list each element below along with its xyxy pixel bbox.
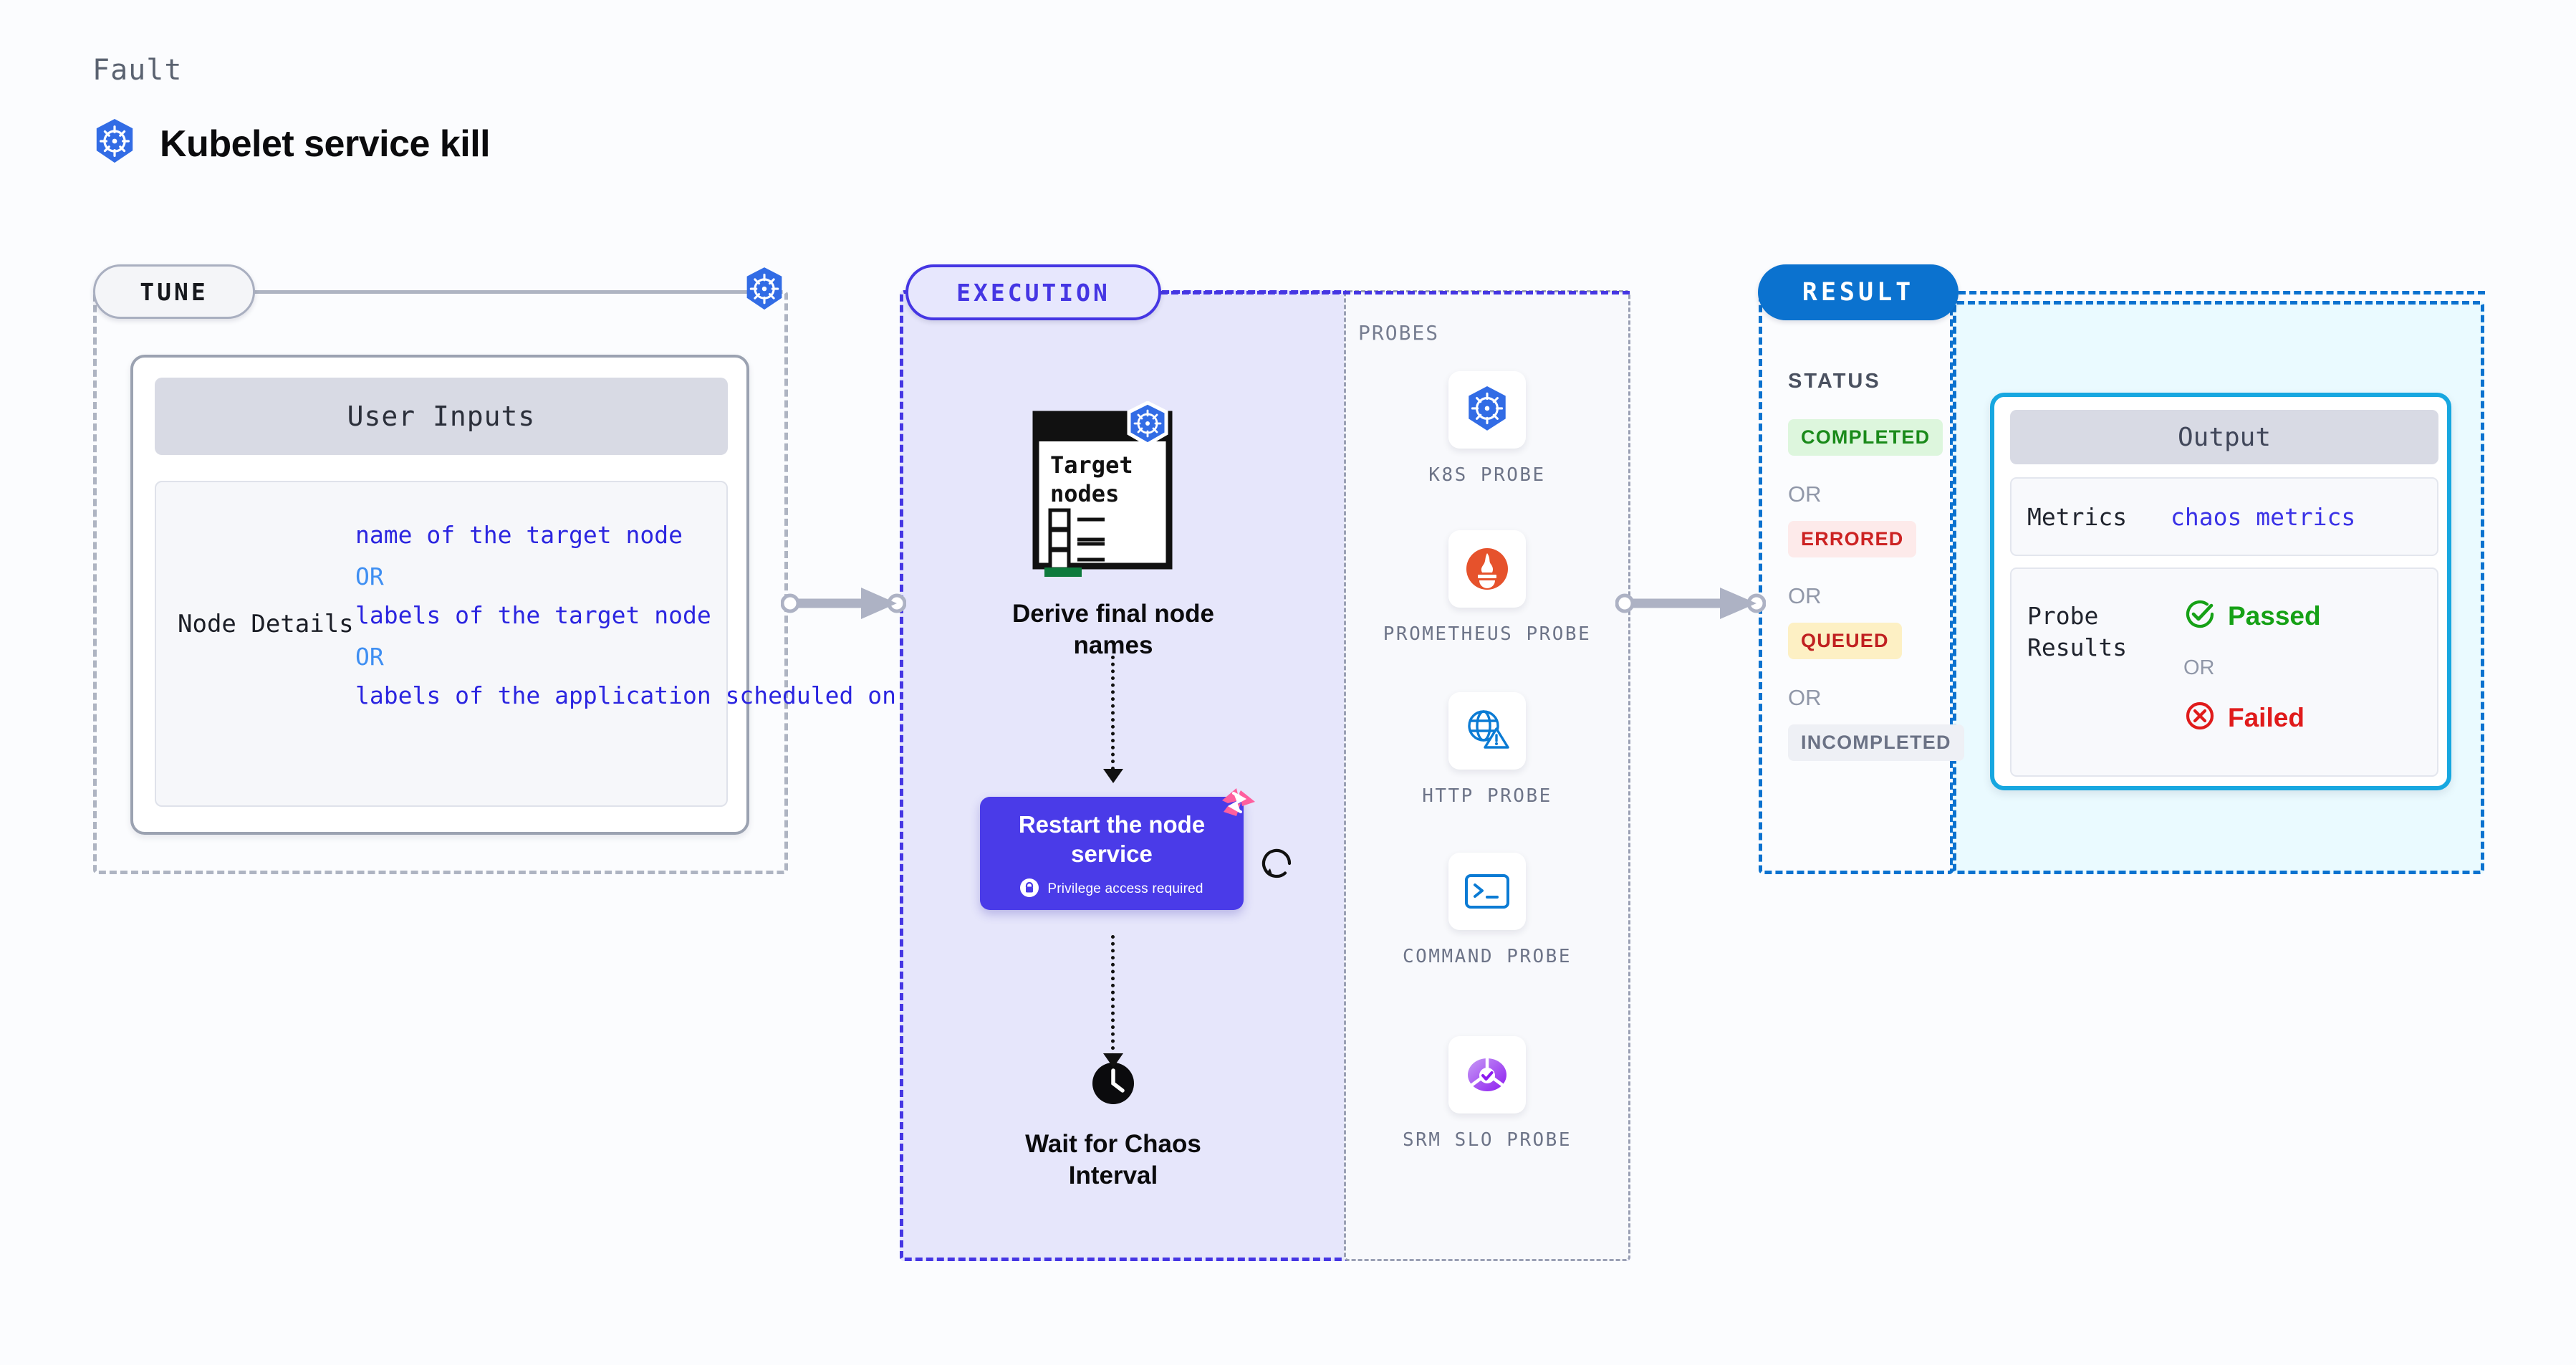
node-detail-option: name of the target node: [355, 521, 683, 549]
execution-pill-label: EXECUTION: [905, 264, 1161, 320]
probe-label: PROMETHEUS PROBE: [1383, 623, 1592, 645]
metrics-value: chaos metrics: [2171, 502, 2356, 531]
status-separator: OR: [1788, 482, 1822, 507]
flow-arrow-head: [1103, 1053, 1123, 1068]
node-detail-separator: OR: [355, 562, 384, 590]
fault-title-text: Kubelet service kill: [160, 123, 491, 165]
flow-arrow-line: [1111, 935, 1115, 1057]
probe-result-failed-text: Failed: [2228, 702, 2305, 732]
probe-item-k8s[interactable]: K8S PROBE: [1369, 371, 1605, 488]
step-label: Restart the node service: [1018, 811, 1206, 867]
refresh-icon: [1257, 844, 1296, 886]
node-detail-separator: OR: [355, 642, 384, 671]
harness-logo-icon: [1218, 785, 1262, 833]
result-pill-label: RESULT: [1758, 264, 1959, 320]
step-label: Wait for Chaos Interval: [1025, 1130, 1201, 1189]
probe-result-separator: OR: [2183, 656, 2215, 679]
kubernetes-icon: [92, 118, 137, 169]
probe-item-command[interactable]: COMMAND PROBE: [1369, 853, 1605, 969]
probe-results-label: Probe Results: [2027, 602, 2128, 661]
tune-leader-line: [255, 290, 756, 294]
probe-result-failed: Failed: [2183, 699, 2305, 736]
status-badge: ERRORED: [1788, 521, 1917, 557]
user-inputs-header: User Inputs: [155, 378, 728, 455]
probe-result-passed-text: Passed: [2228, 600, 2321, 631]
node-details-row: Node Details name of the target node OR …: [155, 481, 1067, 807]
status-badge: INCOMPLETED: [1788, 724, 1964, 761]
privilege-note: Privilege access required: [1020, 878, 1203, 901]
svg-text:Target: Target: [1050, 451, 1133, 479]
close-circle-icon: [2183, 699, 2216, 736]
output-header: Output: [2010, 410, 2438, 464]
status-section-title: STATUS: [1788, 370, 1881, 393]
probe-label: HTTP PROBE: [1422, 785, 1552, 807]
globe-warning-icon: [1448, 692, 1526, 770]
node-details-values: name of the target node OR labels of the…: [355, 519, 1067, 711]
status-separator: OR: [1788, 583, 1822, 608]
node-details-label: Node Details: [178, 610, 354, 638]
check-circle-icon: [2183, 598, 2216, 634]
probes-section-title: PROBES: [1358, 321, 1440, 345]
step-label: Derive final node names: [1011, 600, 1215, 659]
tune-pill-label: TUNE: [93, 264, 255, 319]
srm-slo-icon: [1448, 1036, 1526, 1113]
output-card: Output Metrics chaos metrics Probe Resul…: [1990, 393, 2451, 790]
privilege-note-text: Privilege access required: [1047, 881, 1203, 897]
fault-kicker-label: Fault: [92, 54, 183, 87]
result-leader-line: [1959, 291, 2485, 294]
probe-label: COMMAND PROBE: [1403, 946, 1572, 967]
flow-arrow-line: [1111, 656, 1115, 770]
probe-item-srm-slo[interactable]: SRM SLO PROBE: [1369, 1036, 1605, 1153]
execution-leader-line: [1160, 291, 1630, 294]
kubernetes-icon: [1448, 371, 1526, 449]
probe-results-row: Probe Results Passed OR F: [2010, 567, 2438, 777]
target-nodes-document-icon: Target nodes: [1032, 401, 1195, 577]
step-restart-the-node-service[interactable]: Restart the node service Privilege acces…: [980, 797, 1244, 910]
connector-tune-to-execution: [780, 582, 907, 628]
status-badge: QUEUED: [1788, 623, 1902, 659]
metrics-row: Metrics chaos metrics: [2010, 477, 2438, 556]
metrics-label: Metrics: [2027, 502, 2128, 531]
page-title: Kubelet service kill: [92, 118, 491, 169]
status-separator: OR: [1788, 685, 1822, 710]
user-inputs-card: User Inputs Node Details name of the tar…: [130, 355, 1067, 835]
connector-execution-to-result: [1615, 582, 1767, 628]
probe-item-prometheus[interactable]: PROMETHEUS PROBE: [1369, 530, 1605, 647]
prometheus-icon: [1448, 530, 1526, 608]
status-badge: COMPLETED: [1788, 419, 1943, 456]
flow-arrow-head: [1103, 769, 1123, 783]
step-derive-final-node-names: Target nodes: [988, 401, 1239, 661]
svg-text:nodes: nodes: [1050, 480, 1119, 507]
lock-icon: [1020, 878, 1039, 901]
node-detail-option: labels of the application scheduled on t…: [355, 681, 1067, 709]
kubernetes-icon: [743, 267, 786, 316]
clock-icon: [1089, 1059, 1138, 1111]
probe-result-passed: Passed: [2183, 598, 2321, 634]
probe-item-http[interactable]: HTTP PROBE: [1369, 692, 1605, 809]
node-detail-option: labels of the target node: [355, 600, 711, 629]
probe-label: SRM SLO PROBE: [1403, 1129, 1572, 1151]
terminal-icon: [1448, 853, 1526, 930]
step-wait-for-chaos-interval: Wait for Chaos Interval: [995, 1059, 1231, 1192]
probe-label: K8S PROBE: [1428, 464, 1546, 486]
